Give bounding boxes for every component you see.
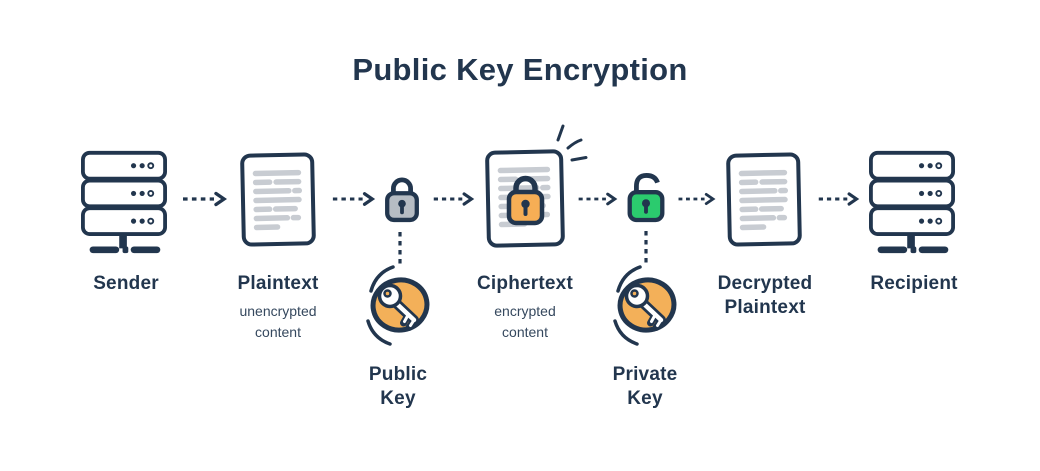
dashed-arrow-icon bbox=[678, 192, 716, 206]
plaintext-label: Plaintext bbox=[237, 273, 319, 294]
dashed-connector bbox=[398, 232, 402, 266]
sender-highlight-row bbox=[81, 206, 167, 236]
ciphertext-sublabel: encrypted content bbox=[494, 303, 556, 340]
sender-server-icon bbox=[81, 150, 167, 254]
decrypted-document-icon bbox=[726, 152, 802, 247]
private-key-icon bbox=[613, 265, 677, 346]
ciphertext-label: Ciphertext bbox=[477, 273, 573, 294]
dashed-connector bbox=[644, 231, 648, 265]
dashed-arrow-icon bbox=[433, 192, 475, 206]
recipient-highlight-row bbox=[869, 206, 955, 236]
spark-marks-icon bbox=[556, 124, 588, 162]
server-leds bbox=[130, 162, 155, 225]
decrypted-plaintext-label: Decrypted Plaintext bbox=[717, 273, 813, 318]
ciphertext-lock bbox=[506, 175, 545, 226]
locked-padlock-icon bbox=[385, 177, 419, 223]
ciphertext-document-icon bbox=[485, 149, 565, 248]
recipient-server-icon bbox=[869, 150, 955, 254]
dashed-arrow-icon bbox=[183, 191, 228, 207]
public-key-icon bbox=[366, 265, 430, 346]
plaintext-document-icon bbox=[240, 152, 316, 247]
recipient-label: Recipient bbox=[870, 273, 958, 294]
unlocked-padlock-icon bbox=[627, 173, 665, 223]
private-key-label: Private Key bbox=[612, 364, 678, 409]
server-leds bbox=[918, 162, 943, 225]
dashed-arrow-icon bbox=[818, 192, 860, 206]
dashed-arrow-icon bbox=[578, 192, 618, 206]
sender-label: Sender bbox=[93, 273, 159, 294]
plaintext-sublabel: unencrypted content bbox=[239, 303, 317, 340]
dashed-arrow-icon bbox=[332, 192, 376, 206]
page-title: Public Key Encryption bbox=[352, 52, 688, 87]
public-key-label: Public Key bbox=[368, 364, 428, 409]
